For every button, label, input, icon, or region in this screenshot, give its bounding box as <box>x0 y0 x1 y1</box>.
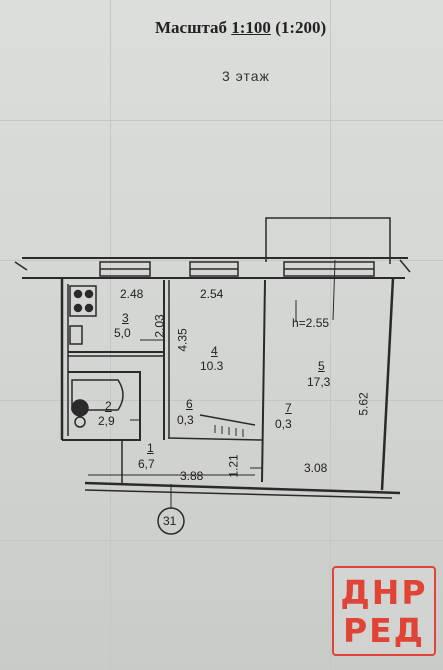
dim-room5-width: 3.08 <box>304 461 328 475</box>
grid-line <box>0 540 443 541</box>
wall-room4-room5 <box>261 279 266 483</box>
scale-main: 1:100 <box>231 18 271 37</box>
scale-alt: (1:200) <box>275 18 327 37</box>
balcony-outline <box>265 217 391 264</box>
axis-marker-label: 31 <box>163 514 177 528</box>
grid-line <box>110 0 111 670</box>
bathtub <box>71 379 124 411</box>
floor-label: 3 этаж <box>222 68 270 84</box>
room-7-number: 7 <box>285 401 292 415</box>
room-1-area: 6,7 <box>138 457 155 471</box>
room-5-area: 17,3 <box>307 375 331 389</box>
room-3-area: 5,0 <box>114 326 131 340</box>
room-6-number: 6 <box>186 397 193 411</box>
scale-prefix: Масштаб <box>155 18 228 37</box>
room-3-number: 3 <box>122 311 129 325</box>
dim-room5-depth: 5.62 <box>356 392 371 416</box>
scale-title: Масштаб 1:100 (1:200) <box>155 18 326 38</box>
room-1-number: 1 <box>147 441 154 455</box>
grid-line <box>0 120 443 121</box>
logo-line-2: РЕД <box>342 611 426 650</box>
wall-break-right <box>399 259 411 273</box>
dim-hall-depth: 1.21 <box>226 454 241 478</box>
stove <box>69 285 97 317</box>
outer-wall-right <box>380 277 395 491</box>
room-7-area: 0,3 <box>275 417 292 431</box>
wall-closets <box>167 437 263 441</box>
ceiling-height: h=2.55 <box>292 316 330 330</box>
kitchen-sink <box>69 325 83 345</box>
closet-door-line <box>199 414 256 426</box>
bath-sink <box>74 416 86 428</box>
room-5-number: 5 <box>318 359 325 373</box>
logo-line-1: ДНР <box>340 573 428 612</box>
dimension-lines <box>88 339 262 476</box>
room-4-number: 4 <box>211 344 218 358</box>
room-4-area: 10.3 <box>200 359 224 373</box>
room-2-area: 2,9 <box>98 414 115 428</box>
dim-kitchen-depth: 2.03 <box>152 314 167 338</box>
bath-fixture <box>71 399 89 417</box>
watermark-logo: ДНР РЕД <box>332 566 436 656</box>
room-6-area: 0,3 <box>177 413 194 427</box>
wall-break-left <box>14 261 28 271</box>
grid-line <box>0 400 443 401</box>
dim-room4-width: 2.54 <box>200 287 224 301</box>
dim-room4-depth: 4.35 <box>175 328 190 352</box>
bathroom-walls <box>62 371 141 441</box>
grid-line <box>330 0 331 670</box>
outer-wall-bottom <box>84 481 401 495</box>
dim-kitchen-width: 2.48 <box>120 287 144 301</box>
axis-marker <box>157 507 185 535</box>
outer-wall-bottom-inner <box>84 489 393 499</box>
grid-line <box>0 260 443 261</box>
dim-hall-width: 3.88 <box>180 469 204 483</box>
room-2-number: 2 <box>105 399 112 413</box>
